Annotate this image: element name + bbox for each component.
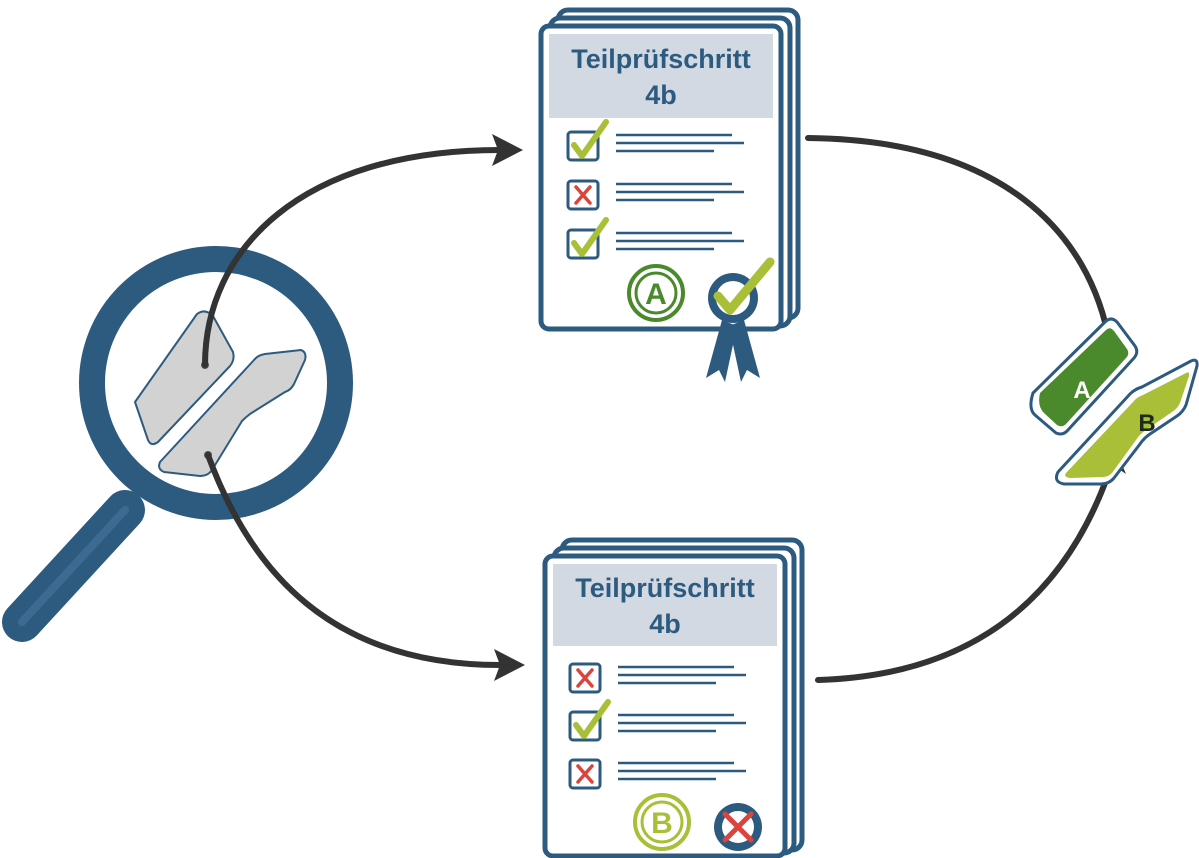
arrow-bottom-doc-to-tag-b (815, 472, 1111, 683)
result-tag-b: B (1055, 358, 1199, 486)
checklist (568, 662, 746, 790)
seal-cross-icon (722, 811, 754, 843)
checklist-row (566, 179, 744, 211)
arrows (202, 135, 1113, 683)
checklist (566, 119, 744, 260)
grade-badge-b: B (633, 793, 691, 851)
check-icon (571, 119, 609, 159)
svg-text:B: B (1138, 410, 1155, 437)
approval-seal-icon (706, 257, 775, 382)
part-b-shape (158, 349, 307, 477)
bottom-document: Teilprüfschritt 4b B (542, 537, 805, 858)
document-title-line2: 4b (645, 80, 677, 110)
arrowhead-top-doc (492, 134, 523, 166)
seal-check-icon (713, 257, 775, 315)
document-header (553, 564, 777, 646)
checklist-row (566, 217, 744, 260)
document-title-line1: Teilprüfschritt (571, 44, 751, 74)
document-title-line2: 4b (649, 609, 681, 639)
cross-icon (576, 764, 594, 784)
arrow-part-a-to-top-doc (202, 147, 503, 368)
svg-text:B: B (651, 807, 673, 840)
cross-icon (574, 185, 592, 205)
result-tags: A B (1029, 317, 1199, 486)
grade-badge-a: A (627, 264, 685, 322)
checklist-row (566, 119, 744, 162)
arrow-part-b-to-bottom-doc (205, 452, 503, 668)
svg-text:A: A (645, 278, 667, 311)
svg-text:A: A (1073, 377, 1090, 404)
result-tag-a: A (1029, 317, 1139, 436)
check-icon (573, 699, 611, 739)
checklist-row (568, 699, 746, 742)
check-icon (571, 217, 609, 257)
cross-icon (576, 668, 594, 688)
top-document: Teilprüfschritt 4b A (538, 7, 801, 382)
rejected-seal-icon (714, 803, 762, 851)
arrowhead-bottom-doc (494, 649, 525, 681)
magnifier-lens-ring (79, 246, 353, 520)
magnifier-icon (2, 246, 353, 642)
arrow-top-doc-to-tag-a (805, 135, 1113, 348)
document-title-line1: Teilprüfschritt (575, 573, 755, 603)
checklist-row (568, 758, 746, 790)
checklist-row (568, 662, 746, 694)
document-header (549, 34, 773, 118)
